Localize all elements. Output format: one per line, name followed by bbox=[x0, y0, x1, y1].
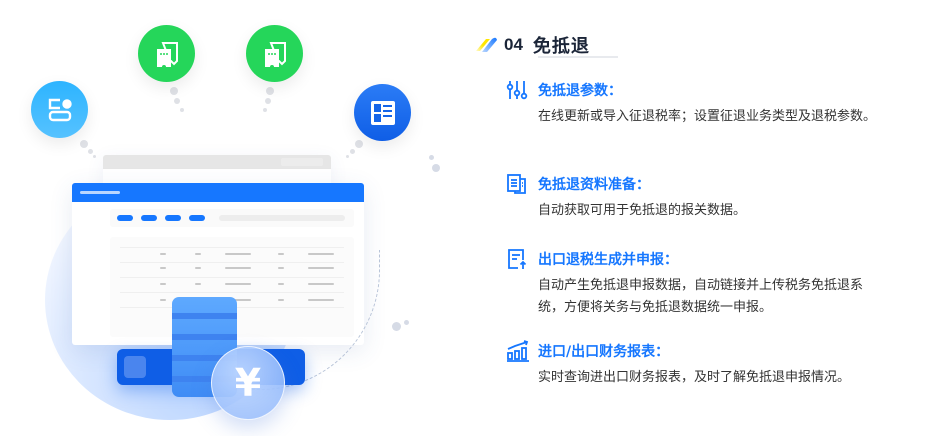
feature-description: 在线更新或导入征退税率；设置征退业务类型及退税参数。 bbox=[538, 109, 877, 124]
bar-chart-growth-icon bbox=[506, 340, 529, 362]
brand-stroke-icon bbox=[474, 36, 500, 54]
layout-dashboard-icon bbox=[354, 84, 411, 141]
window-titlebar bbox=[72, 183, 364, 202]
decor-dot bbox=[350, 149, 355, 154]
decor-dot bbox=[80, 140, 88, 148]
decor-dot bbox=[432, 164, 440, 172]
decor-dot bbox=[180, 108, 184, 112]
illustration: ¥ bbox=[0, 0, 460, 436]
decor-dot bbox=[392, 322, 401, 331]
decor-dot bbox=[263, 108, 267, 112]
decor-dot bbox=[170, 87, 178, 95]
section-heading: 04 免抵退 bbox=[474, 32, 590, 58]
decor-dot bbox=[346, 155, 349, 158]
mockup-toolbar bbox=[110, 209, 354, 227]
decor-dot bbox=[266, 87, 274, 95]
sliders-icon bbox=[506, 79, 528, 101]
ticket-icon bbox=[138, 25, 195, 82]
document-copy-icon bbox=[506, 173, 528, 195]
decor-dot bbox=[404, 320, 409, 325]
ticket-icon bbox=[246, 25, 303, 82]
window-titlebar bbox=[103, 155, 331, 169]
decor-dot bbox=[429, 155, 434, 160]
decor-dot bbox=[174, 98, 180, 104]
feature-title: 出口退税生成并申报： bbox=[538, 252, 678, 268]
decor-dot bbox=[355, 140, 363, 148]
decor-dot bbox=[93, 155, 96, 158]
section-number: 04 bbox=[504, 35, 523, 54]
toggle-settings-icon bbox=[31, 81, 88, 138]
decor-dot bbox=[88, 149, 93, 154]
feature-description: 自动产生免抵退申报数据，自动链接并上传税务免抵退系统，方便将关务与免抵退数据统一… bbox=[538, 278, 864, 315]
feature-title: 免抵退资料准备： bbox=[538, 177, 650, 193]
feature-title: 进口/出口财务报表： bbox=[538, 344, 670, 360]
section-title: 免抵退 bbox=[532, 36, 590, 57]
yuan-coin-icon: ¥ bbox=[211, 346, 285, 420]
title-underline bbox=[538, 56, 618, 58]
feature-title: 免抵退参数： bbox=[538, 83, 622, 99]
document-upload-icon bbox=[506, 248, 528, 270]
decor-dot bbox=[265, 98, 271, 104]
feature-description: 自动获取可用于免抵退的报关数据。 bbox=[538, 203, 747, 218]
feature-section: 04 免抵退 免抵退参数： 在线更新或导入征退税率；设置征退业务类型及退税参数。… bbox=[470, 0, 932, 436]
feature-description: 实时查询进出口财务报表，及时了解免抵退申报情况。 bbox=[538, 370, 851, 385]
